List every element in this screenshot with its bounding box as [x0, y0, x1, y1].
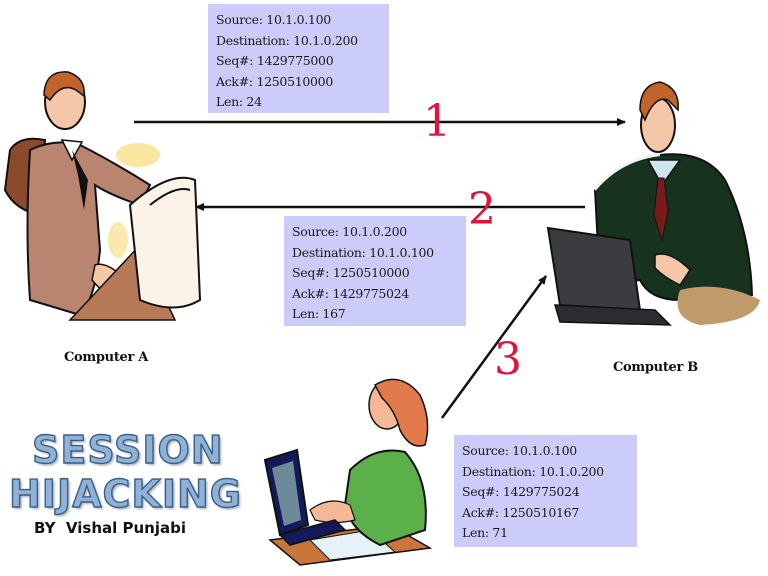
packet-source: Source: 10.1.0.100 — [462, 443, 577, 458]
packet-box-step-2: Source: 10.1.0.200 Destination: 10.1.0.1… — [284, 216, 466, 326]
packet-len: Len: 167 — [292, 306, 346, 321]
packet-ack: Ack#: 1250510167 — [462, 504, 579, 520]
packet-destination: Destination: 10.1.0.100 — [292, 244, 434, 260]
arrow-step-3 — [440, 275, 548, 419]
packet-ack: Ack#: 1429775024 — [292, 285, 409, 301]
computer-a-user-illustration — [3, 71, 202, 321]
packet-source: Source: 10.1.0.100 — [216, 12, 331, 27]
packet-destination: Destination: 10.1.0.200 — [462, 463, 604, 479]
author-byline: BY Vishal Punjabi — [34, 519, 186, 537]
packet-seq: Seq#: 1429775024 — [462, 484, 580, 499]
computer-b-label: Computer B — [613, 360, 698, 375]
packet-box-step-1: Source: 10.1.0.100 Destination: 10.1.0.2… — [208, 4, 389, 113]
title-line-1: SESSION — [31, 427, 224, 472]
packet-len: Len: 24 — [216, 94, 262, 109]
computer-a-label: Computer A — [64, 350, 149, 365]
packet-len: Len: 71 — [462, 525, 508, 540]
packet-seq: Seq#: 1250510000 — [292, 265, 410, 280]
packet-seq: Seq#: 1429775000 — [216, 53, 334, 68]
attacker-illustration — [263, 378, 433, 566]
title-line-2: HIJACKING — [8, 471, 242, 516]
step-number-1: 1 — [423, 96, 451, 147]
packet-destination: Destination: 10.1.0.200 — [216, 32, 358, 48]
computer-b-user-illustration — [546, 81, 760, 326]
packet-ack: Ack#: 1250510000 — [216, 73, 333, 89]
packet-source: Source: 10.1.0.200 — [292, 224, 407, 239]
step-number-2: 2 — [468, 184, 496, 235]
step-number-3: 3 — [494, 334, 522, 385]
packet-box-step-3: Source: 10.1.0.100 Destination: 10.1.0.2… — [454, 435, 637, 547]
